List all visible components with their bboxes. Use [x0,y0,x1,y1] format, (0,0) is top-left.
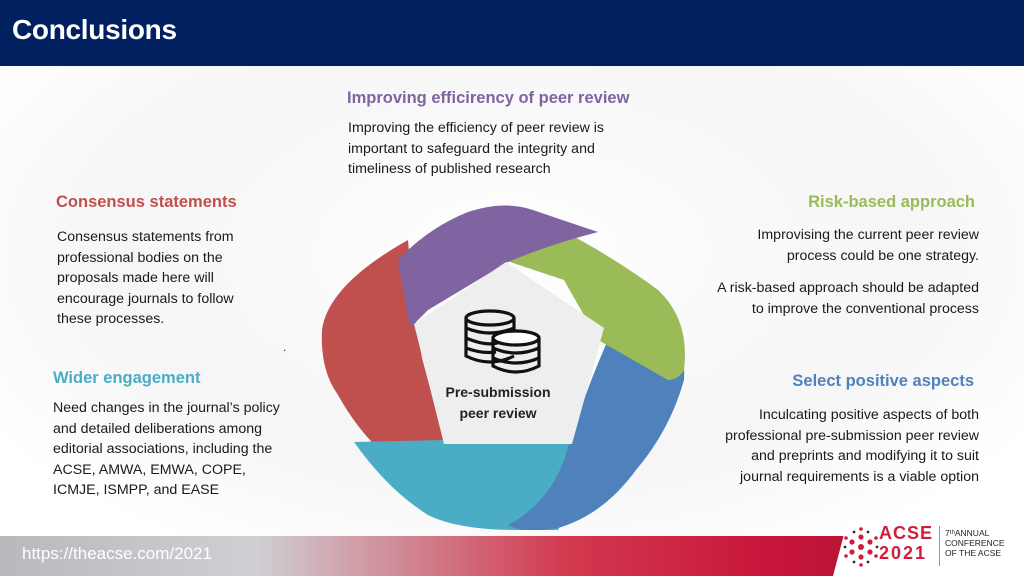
logo-divider [939,526,940,566]
left-bottom-title: Wider engagement [53,369,201,387]
segment-green [504,230,685,380]
right-bottom-title: Select positive aspects [792,372,974,390]
top-title: Improving efficirency of peer review [347,89,630,107]
stray-mark: . [283,340,287,354]
segment-purple [398,205,598,328]
left-bottom-body: Need changes in the journal’s policy and… [53,400,280,498]
header-bar: Conclusions [0,0,1024,66]
left-top-title: Consensus statements [56,193,237,211]
left-top-body: Consensus statements from professional b… [57,229,234,327]
segment-teal [354,440,580,530]
top-body: Improving the efficiency of peer review … [348,120,605,177]
annual-conference-label: 7ᵗʰANNUAL CONFERENCE OF THE ACSE [945,528,1005,558]
acse-logo-year: 2021 [879,543,928,563]
center-label: Pre-submission peer review [445,384,551,421]
acse-logo: ACSE 2021 7ᵗʰANNUAL CONFERENCE OF THE AC… [833,518,1024,576]
coins-icon [464,309,541,374]
right-top-body-1: Improvising the current peer review proc… [757,227,979,264]
segment-blue [508,312,685,530]
right-top-body-2: A risk-based approach should be adapted … [717,280,979,317]
acse-flower-icon [843,527,879,567]
right-top-title: Risk-based approach [808,193,975,211]
acse-logo-text: ACSE [879,523,934,543]
segment-red [321,240,444,465]
page-title: Conclusions [12,14,177,45]
right-bottom-body: Inculcating positive aspects of both pro… [725,407,979,485]
footer-url-link[interactable]: https://theacse.com/2021 [22,544,212,563]
